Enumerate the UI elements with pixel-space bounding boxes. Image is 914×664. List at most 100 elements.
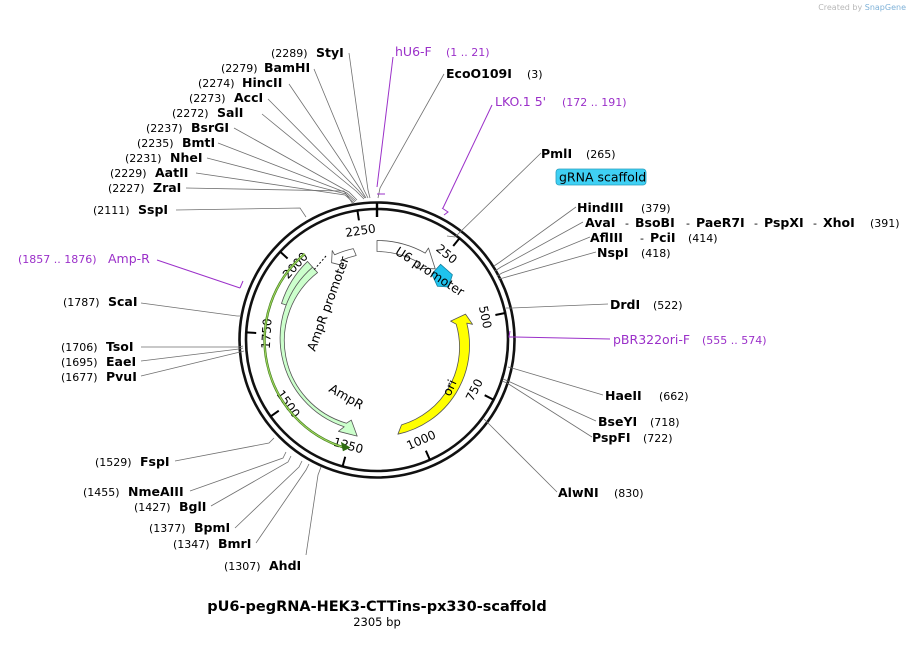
credit-brand: SnapGene bbox=[864, 3, 906, 12]
leader-pspfi bbox=[501, 380, 593, 438]
site-pos-acci: (2273) bbox=[189, 92, 226, 105]
sep-3: - bbox=[754, 217, 758, 230]
feature-grna-scaffold[interactable] bbox=[431, 263, 453, 288]
leader-acci bbox=[267, 98, 366, 199]
site-pspxi: PspXI bbox=[764, 215, 804, 230]
site-sali: SalI bbox=[217, 105, 243, 120]
site-zrai: ZraI bbox=[153, 180, 181, 195]
site-afliii: AflIII bbox=[590, 230, 623, 245]
map-title: pU6-pegRNA-HEK3-CTTins-px330-scaffold bbox=[207, 599, 547, 615]
leader-afliii bbox=[496, 236, 591, 277]
site-pmli: PmlI bbox=[541, 146, 572, 161]
site-pspfi: PspFI bbox=[592, 430, 631, 445]
site-bpmi: BpmI bbox=[194, 520, 230, 535]
site-pos-pmli: (265) bbox=[586, 148, 616, 161]
label-u6-promoter: U6 promoter bbox=[393, 244, 468, 300]
label-ori: ori bbox=[439, 377, 459, 398]
site-pos-xhoi: (391) bbox=[870, 217, 900, 230]
leader-pmli bbox=[446, 152, 542, 238]
site-bsrgi: BsrGI bbox=[191, 120, 229, 135]
primer-ampr: Amp-R bbox=[108, 251, 150, 266]
sep-5: - bbox=[640, 232, 644, 245]
site-hincii: HincII bbox=[242, 75, 282, 90]
backbone-outer-ring bbox=[238, 201, 516, 479]
leader-xhoi bbox=[494, 221, 584, 272]
site-alwni: AlwNI bbox=[558, 485, 599, 500]
site-pos-ahdi: (1307) bbox=[224, 560, 261, 573]
site-ecoo109i: EcoO109I bbox=[446, 66, 512, 81]
primer-mark-lko1 bbox=[441, 207, 449, 216]
site-labels: (2289) StyI (2279) BamHI (2274) HincII (… bbox=[61, 45, 900, 573]
site-nhei: NheI bbox=[170, 150, 203, 165]
tick-mark bbox=[246, 331, 257, 334]
leader-eaei bbox=[140, 347, 244, 362]
site-ahdi: AhdI bbox=[269, 558, 301, 573]
leader-tsoi bbox=[141, 345, 244, 348]
leader-bgli bbox=[210, 455, 292, 507]
backbone bbox=[238, 201, 516, 479]
site-leader-lines bbox=[140, 52, 609, 556]
site-pos-alwni: (830) bbox=[614, 487, 644, 500]
site-sspi: SspI bbox=[138, 202, 168, 217]
feature-ori[interactable] bbox=[397, 313, 473, 435]
feature-ampr-body[interactable] bbox=[279, 266, 358, 437]
snapgene-credit: Created by SnapGene bbox=[818, 3, 906, 12]
primer-leader-ampr bbox=[156, 259, 241, 289]
tick-label: 1000 bbox=[404, 428, 438, 453]
sep-1: - bbox=[625, 217, 629, 230]
map-title-block: pU6-pegRNA-HEK3-CTTins-px330-scaffold 23… bbox=[207, 599, 547, 629]
site-pos-bgli: (1427) bbox=[134, 501, 171, 514]
tick-mark bbox=[341, 456, 347, 467]
sep-4: - bbox=[813, 217, 817, 230]
tick-label: 1750 bbox=[259, 318, 275, 349]
tick-mark bbox=[424, 450, 431, 461]
site-pos-bsrgi: (2237) bbox=[146, 122, 183, 135]
map-length: 2305 bp bbox=[353, 615, 401, 629]
site-xhoi: XhoI bbox=[823, 215, 855, 230]
site-aatii: AatII bbox=[155, 165, 188, 180]
site-bmti: BmtI bbox=[182, 135, 215, 150]
leader-scai bbox=[140, 302, 241, 317]
site-pos-aatii: (2229) bbox=[110, 167, 147, 180]
leader-bmti bbox=[217, 142, 357, 202]
site-pos-zrai: (2227) bbox=[108, 182, 145, 195]
leader-aatii bbox=[195, 172, 355, 204]
site-pos-hincii: (2274) bbox=[198, 77, 235, 90]
site-nspi: NspI bbox=[597, 245, 629, 260]
leader-ahdi bbox=[305, 466, 322, 556]
ampr-promoter-dashed bbox=[312, 255, 327, 272]
site-pcii: PciI bbox=[650, 230, 676, 245]
leader-haeii bbox=[507, 366, 604, 396]
site-eaei: EaeI bbox=[106, 354, 136, 369]
site-pos-ecoo109i: (3) bbox=[527, 68, 543, 81]
site-pos-bmti: (2235) bbox=[137, 137, 174, 150]
site-pos-nmeaiii: (1455) bbox=[83, 486, 120, 499]
site-pos-bamhi: (2279) bbox=[221, 62, 258, 75]
primer-leader-lko1 bbox=[442, 104, 493, 209]
features bbox=[263, 240, 473, 452]
primer-leader-pbr322 bbox=[514, 336, 611, 340]
site-tsoi: TsoI bbox=[106, 339, 134, 354]
site-pos-fspi: (1529) bbox=[95, 456, 132, 469]
site-pos-eaei: (1695) bbox=[61, 356, 98, 369]
site-pos-pcii: (414) bbox=[688, 232, 718, 245]
site-pos-bseyi: (718) bbox=[650, 416, 680, 429]
site-bgli: BglI bbox=[179, 499, 206, 514]
site-fspi: FspI bbox=[140, 454, 170, 469]
ampr-outline-arrowhead bbox=[340, 441, 351, 452]
site-pos-scai: (1787) bbox=[63, 296, 100, 309]
tick-mark bbox=[356, 210, 360, 221]
tick-label: 250 bbox=[433, 242, 460, 267]
feature-ampr-promoter[interactable] bbox=[331, 248, 357, 267]
tick-label: 750 bbox=[463, 377, 486, 404]
site-styi: StyI bbox=[316, 45, 344, 60]
feature-u6-promoter[interactable] bbox=[376, 240, 436, 270]
primer-pbr322ori: pBR322ori-F bbox=[613, 332, 690, 347]
leader-hindiii bbox=[493, 206, 577, 267]
site-avai: AvaI bbox=[585, 215, 615, 230]
primer-lko1: LKO.1 5' bbox=[495, 94, 546, 109]
tick-label: 500 bbox=[476, 305, 494, 330]
primer-marks bbox=[156, 56, 611, 340]
site-hindiii: HindIII bbox=[577, 200, 624, 215]
